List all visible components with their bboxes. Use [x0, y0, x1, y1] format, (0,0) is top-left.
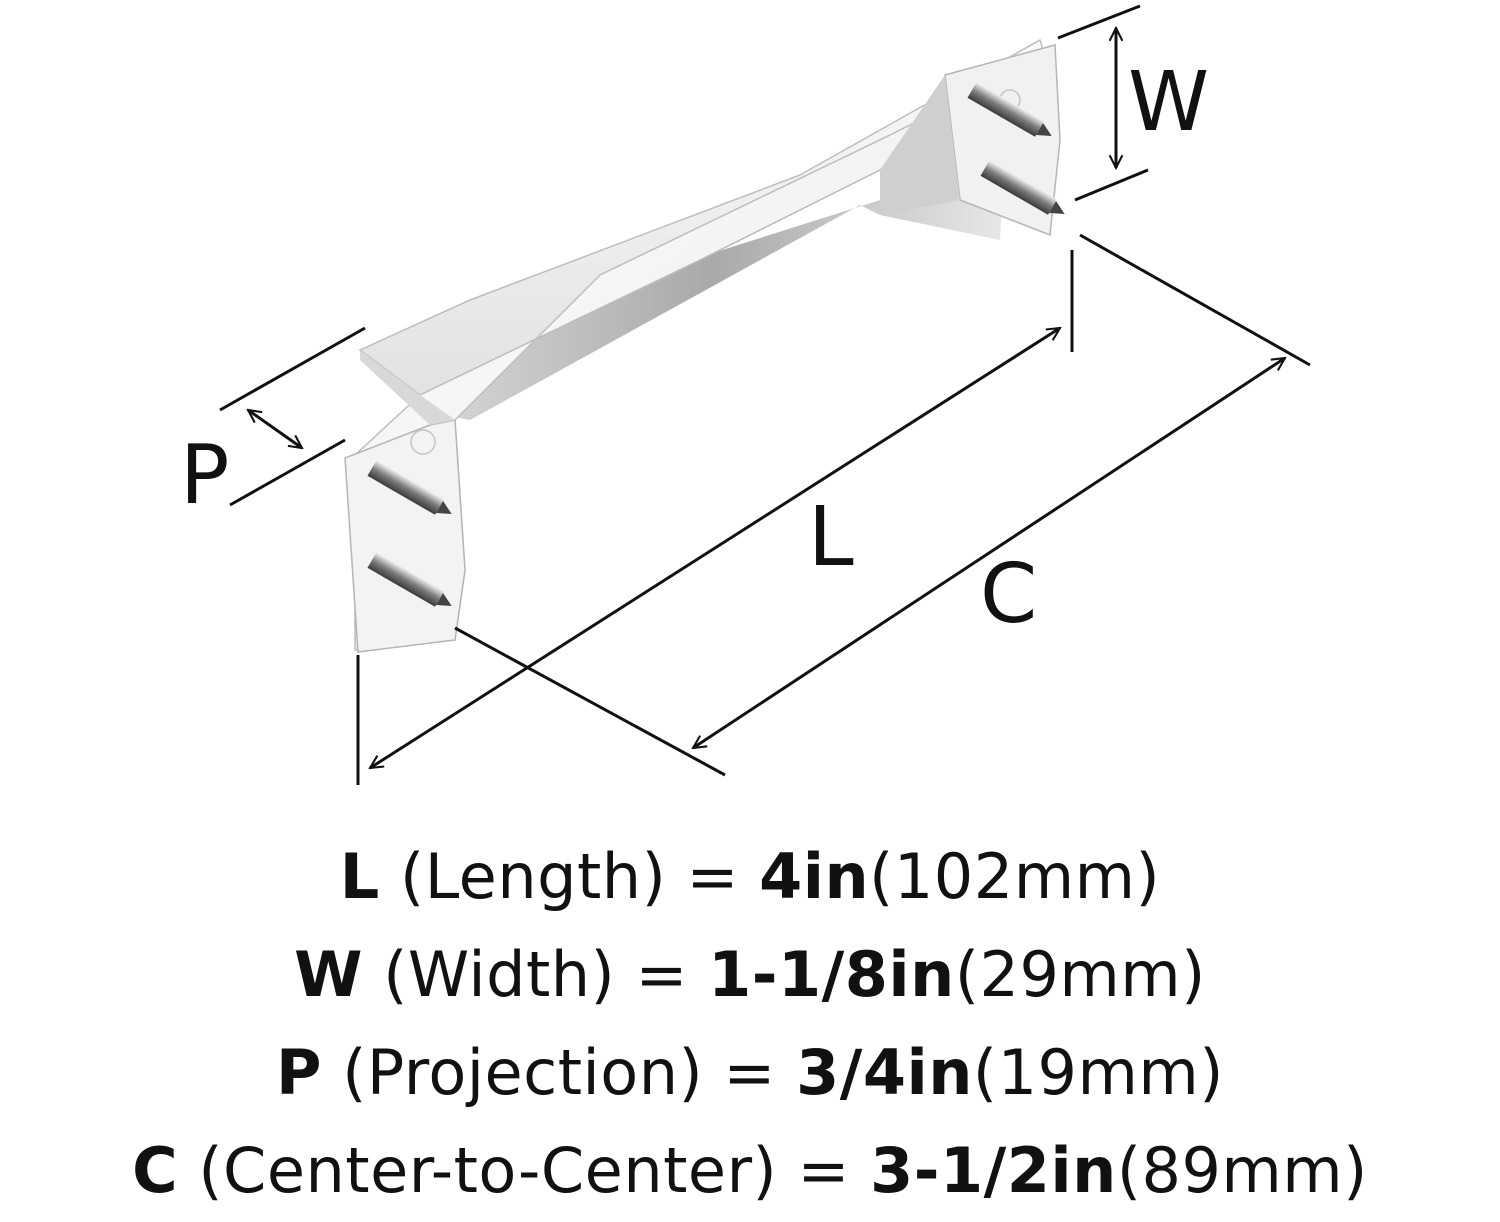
- spec-imperial: 3-1/2in: [870, 1134, 1117, 1207]
- center-label: C: [980, 547, 1037, 642]
- spec-name: (Projection) =: [342, 1036, 776, 1109]
- length-label: L: [808, 490, 854, 585]
- center-dimension-arrow: [693, 358, 1285, 748]
- spec-letter: C: [132, 1134, 179, 1207]
- width-extension-line-bottom: [1074, 168, 1149, 202]
- handle-pull: [344, 38, 1061, 653]
- projection-dimension-arrow: [248, 410, 302, 448]
- center-extension-line-left: [454, 626, 726, 777]
- spec-metric: (102mm): [869, 840, 1161, 913]
- spec-metric: (89mm): [1116, 1134, 1368, 1207]
- spec-length: L (Length) = 4in(102mm): [0, 828, 1500, 926]
- spec-width: W (Width) = 1-1/8in(29mm): [0, 926, 1500, 1024]
- spec-letter: P: [276, 1036, 322, 1109]
- center-extension-line-right: [1079, 233, 1311, 367]
- projection-extension-line-top: [219, 326, 366, 412]
- spec-name: (Width) =: [383, 938, 688, 1011]
- spec-imperial: 4in: [759, 840, 870, 913]
- dimension-specs: L (Length) = 4in(102mm) W (Width) = 1-1/…: [0, 828, 1500, 1220]
- projection-extension-line-bottom: [229, 438, 346, 507]
- spec-letter: L: [339, 840, 380, 913]
- spec-letter: W: [294, 938, 364, 1011]
- spec-metric: (29mm): [954, 938, 1206, 1011]
- spec-name: (Length) =: [400, 840, 739, 913]
- spec-metric: (19mm): [972, 1036, 1224, 1109]
- spec-center-to-center: C (Center-to-Center) = 3-1/2in(89mm): [0, 1122, 1500, 1220]
- spec-imperial: 3/4in: [796, 1036, 973, 1109]
- screw: [980, 160, 1065, 215]
- width-label: W: [1128, 55, 1209, 150]
- spec-imperial: 1-1/8in: [708, 938, 955, 1011]
- spec-projection: P (Projection) = 3/4in(19mm): [0, 1024, 1500, 1122]
- projection-label: P: [180, 428, 229, 523]
- spec-name: (Center-to-Center) =: [198, 1134, 850, 1207]
- width-extension-line-top: [1057, 4, 1141, 40]
- dimension-lines: [219, 4, 1311, 785]
- cabinet-pull-diagram: W P L C: [180, 4, 1311, 785]
- right-inner-leg: [880, 75, 960, 215]
- left-mounting-foot: [344, 419, 466, 653]
- screw: [967, 82, 1052, 137]
